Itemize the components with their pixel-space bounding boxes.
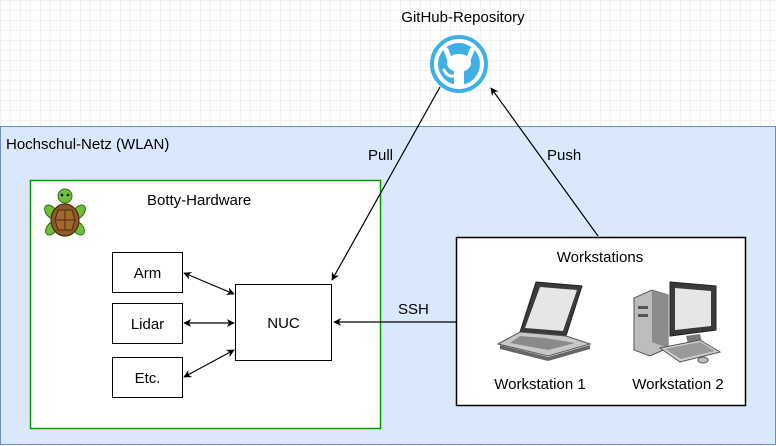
arm-nuc-edge [183,272,235,295]
arm-node [112,252,183,293]
workstation-1-label: Workstation 1 [494,376,585,393]
etc-node [112,357,183,398]
workstations-label: Workstations [557,249,643,266]
laptop-icon [496,281,592,361]
etc-label: Etc. [135,370,161,387]
desktop-computer-icon [633,281,722,364]
workstation-2-label: Workstation 2 [632,376,723,393]
pull-edge [331,86,441,281]
network-label: Hochschul-Netz (WLAN) [6,136,169,153]
github-icon [430,35,488,93]
nuc-label: NUC [267,315,300,332]
nuc-node [235,284,332,361]
push-label: Push [547,147,581,164]
ssh-label: SSH [398,301,429,318]
lidar-label: Lidar [131,316,164,333]
lidar-node [112,303,183,344]
etc-nuc-edge [183,349,235,378]
pull-label: Pull [368,147,393,164]
repository-label: GitHub-Repository [401,9,525,26]
push-edge [490,87,599,237]
arm-label: Arm [134,265,162,282]
turtle-icon [44,188,86,237]
hardware-label: Botty-Hardware [147,192,251,209]
